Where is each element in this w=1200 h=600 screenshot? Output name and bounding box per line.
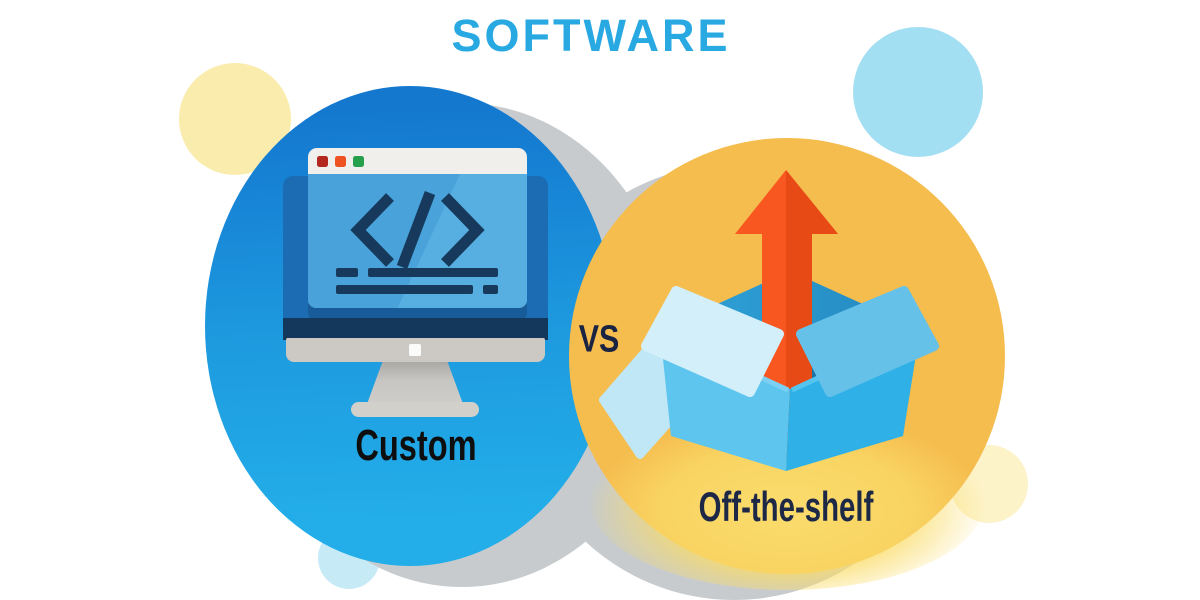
browser-window-shadow [308, 304, 527, 322]
code-text-line [336, 268, 358, 277]
monitor-button [409, 344, 421, 356]
code-text-line [336, 285, 473, 294]
monitor-stand-neck [367, 362, 463, 404]
code-text-line [368, 268, 498, 277]
code-icon [350, 191, 485, 269]
custom-label: Custom [355, 421, 477, 470]
decor-circle-top-right [853, 27, 983, 157]
monitor-stand-base [351, 402, 479, 417]
monitor-bottom-band [283, 318, 548, 340]
code-text-line [483, 285, 498, 294]
vs-label: VS [578, 318, 620, 361]
window-dot-red-icon [317, 156, 328, 167]
window-dot-orange-icon [335, 156, 346, 167]
page-title: SOFTWARE [451, 10, 731, 61]
off-the-shelf-label: Off-the-shelf [698, 483, 874, 530]
window-dot-green-icon [353, 156, 364, 167]
